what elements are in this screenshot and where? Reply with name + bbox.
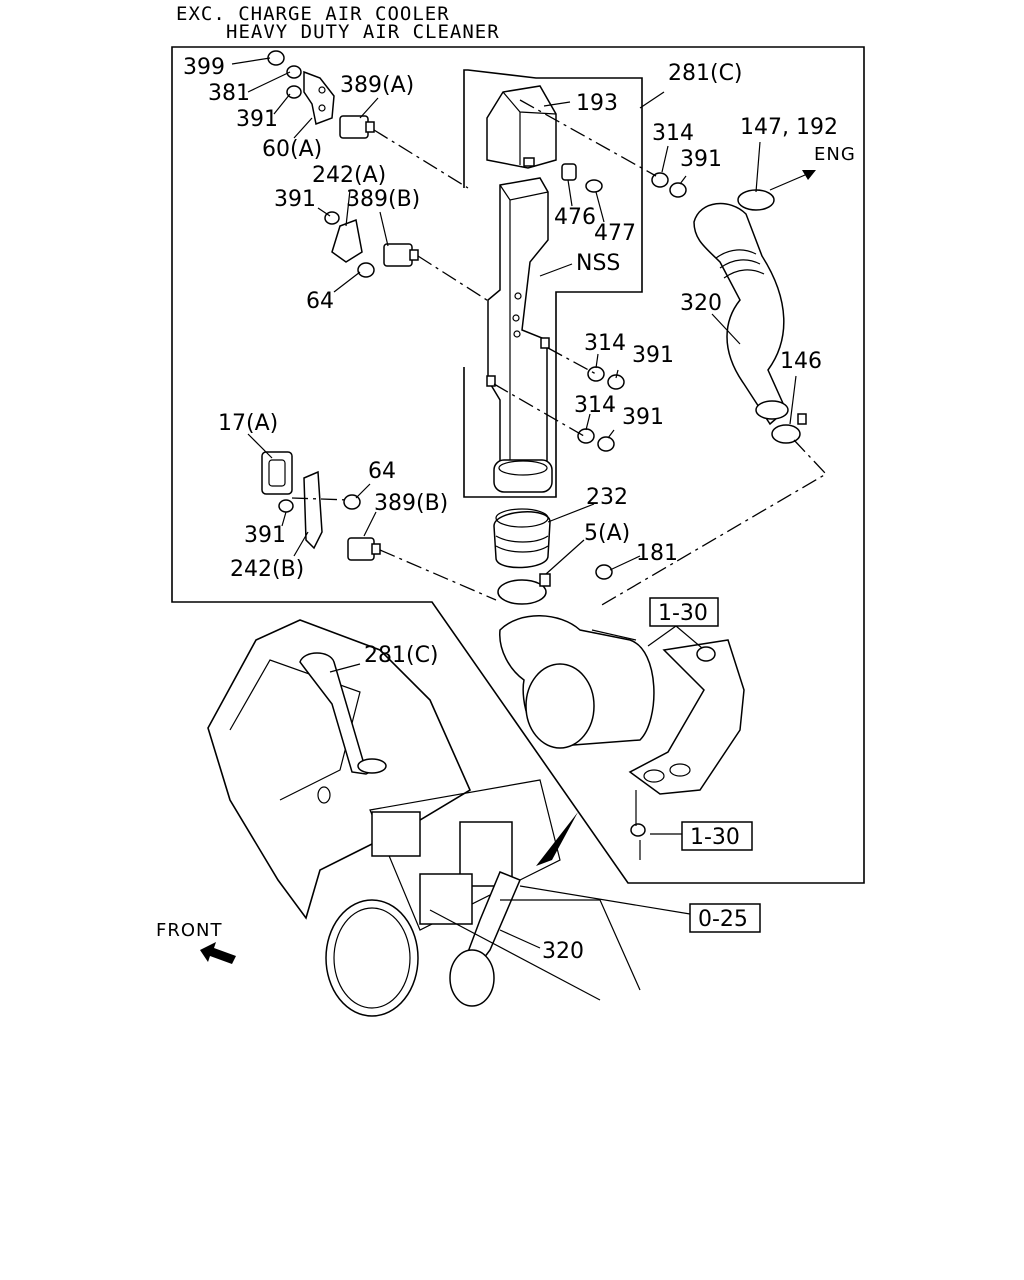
accent-stripe [536, 812, 578, 866]
nut-391-upper [286, 85, 302, 99]
callout-nss: NSS [576, 251, 620, 276]
eng-label: ENG [814, 144, 856, 165]
callout-399: 399 [183, 55, 225, 80]
callout-391-upper: 391 [236, 107, 278, 132]
reference-box-1-30-upper[interactable]: 1-30 [649, 597, 719, 627]
nut-391-a [669, 182, 687, 198]
callout-5a: 5(A) [584, 521, 630, 546]
bolt-477 [585, 179, 603, 193]
clip-476 [561, 163, 577, 181]
washer-381 [286, 65, 302, 79]
mount-389b [383, 243, 419, 267]
engine-area [369, 779, 641, 1007]
cab-duct-281c [299, 652, 387, 775]
header-line-1: EXC. CHARGE AIR COOLER [176, 3, 450, 25]
rubber-boot-232 [493, 508, 551, 569]
hose-clamp-146 [771, 413, 807, 444]
mount-389b-lower [347, 537, 381, 561]
header-line-2: HEAVY DUTY AIR CLEANER [226, 21, 500, 43]
callout-60a: 60(A) [262, 137, 322, 162]
eng-arrow-icon [802, 170, 816, 180]
air-duct-part [486, 85, 557, 493]
mounting-bracket-part [628, 639, 745, 795]
washer-314-b [587, 366, 605, 382]
callout-314-c: 314 [574, 393, 616, 418]
mount-389a [339, 115, 375, 139]
bolt-181 [595, 564, 613, 580]
callout-320-lower: 320 [542, 939, 584, 964]
callout-391-b: 391 [632, 343, 674, 368]
callout-281c-cab: 281(C) [364, 643, 439, 668]
reference-0-25-text: 0-25 [698, 907, 748, 932]
callout-391-c: 391 [622, 405, 664, 430]
callout-391-lower: 391 [244, 523, 286, 548]
callout-389a: 389(A) [340, 73, 414, 98]
clamp-5a [497, 573, 551, 605]
callout-389b: 389(B) [346, 187, 420, 212]
callout-381: 381 [208, 81, 250, 106]
callout-477: 477 [594, 221, 636, 246]
detail-frame [171, 46, 865, 884]
callout-389b-lower: 389(B) [374, 491, 448, 516]
bolt-64-lower [343, 494, 361, 510]
callout-320-hose: 320 [680, 291, 722, 316]
callout-476: 476 [554, 205, 596, 230]
callout-314-a: 314 [652, 121, 694, 146]
nut-399 [267, 50, 285, 66]
leader-lines [231, 57, 828, 949]
callout-193: 193 [576, 91, 618, 116]
reference-1-30-lower-text: 1-30 [690, 825, 740, 850]
nss-detail-frame [463, 69, 643, 498]
air-cleaner-part [499, 615, 655, 749]
front-label: FRONT [156, 920, 223, 941]
callout-232: 232 [586, 485, 628, 510]
bracket-242b-part [303, 470, 323, 550]
callout-391-a: 391 [680, 147, 722, 172]
callout-181: 181 [636, 541, 678, 566]
bolt-1-30-upper [696, 646, 716, 662]
callout-17a: 17(A) [218, 411, 278, 436]
bolt-1-30-lower [630, 823, 646, 837]
callout-64-lower: 64 [368, 459, 396, 484]
bracket-60a-part [303, 70, 335, 126]
washer-314-c [577, 428, 595, 444]
callout-147-192: 147, 192 [740, 115, 838, 140]
reference-1-30-upper-text: 1-30 [658, 601, 708, 626]
bolt-64-upper [357, 262, 375, 278]
bracket-242a-part [331, 218, 363, 263]
reference-box-1-30-lower[interactable]: 1-30 [681, 821, 753, 851]
callout-146: 146 [780, 349, 822, 374]
callout-391-mid: 391 [274, 187, 316, 212]
nut-391-lower [278, 499, 294, 513]
callout-242a: 242(A) [312, 163, 386, 188]
front-arrow-icon [200, 942, 236, 964]
nut-391-b [607, 374, 625, 390]
washer-314-a [651, 172, 669, 188]
reference-box-0-25[interactable]: 0-25 [689, 903, 761, 933]
callout-64-upper: 64 [306, 289, 334, 314]
callout-281c: 281(C) [668, 61, 743, 86]
front-wheel [325, 899, 419, 1017]
callout-314-b: 314 [584, 331, 626, 356]
nut-391-c [597, 436, 615, 452]
callout-242b: 242(B) [230, 557, 304, 582]
bracket-17a-part [261, 451, 293, 495]
